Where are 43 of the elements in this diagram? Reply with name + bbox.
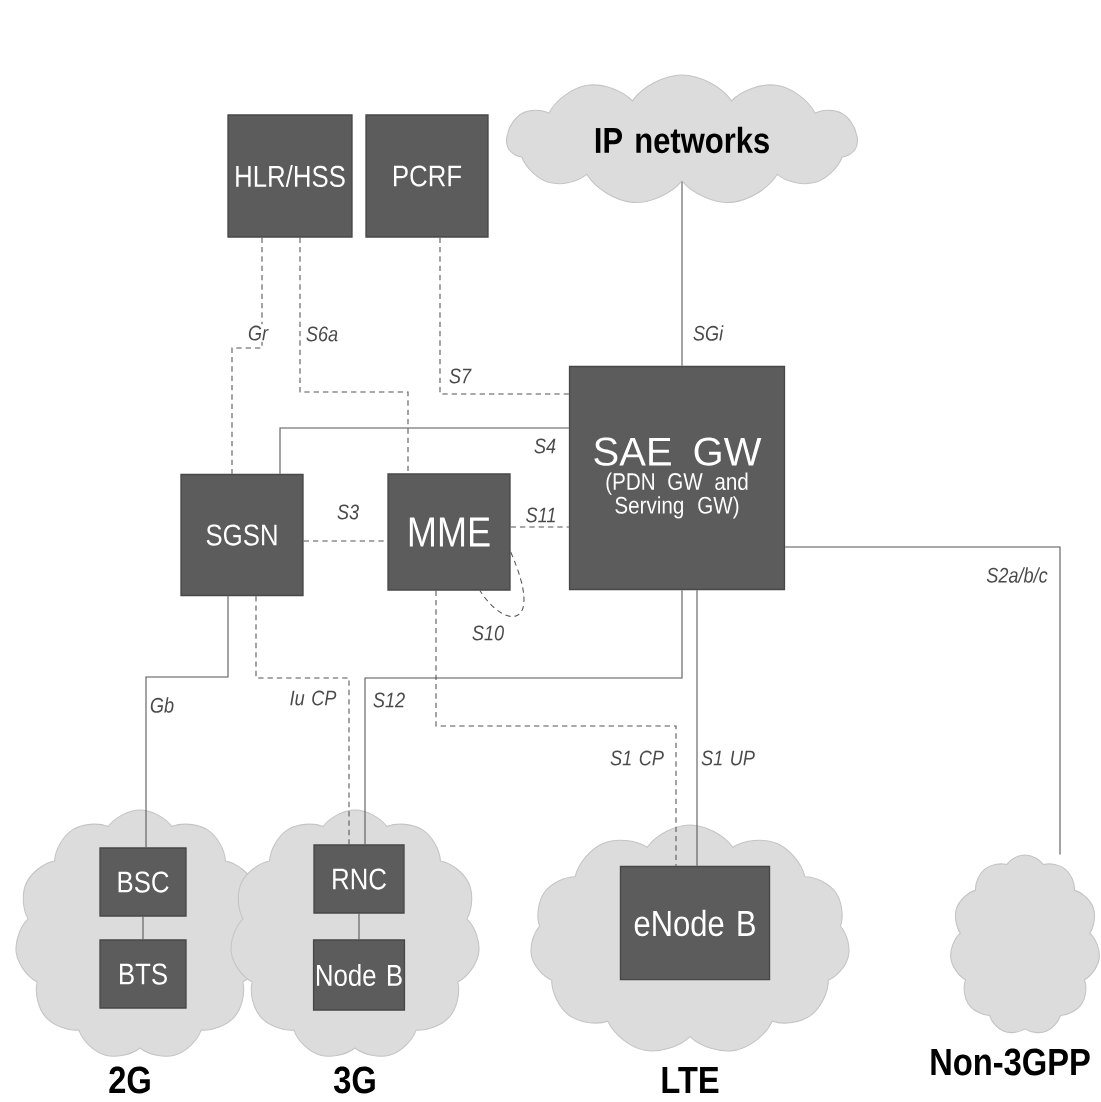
edge-label: S4 [532, 437, 558, 455]
network-element-box: Node B [312, 939, 406, 1011]
connector-line [231, 237, 263, 475]
network-element-box: PCRF [365, 114, 489, 238]
network-element-box: MME [387, 473, 511, 591]
edge-label: SGi [691, 323, 725, 343]
edge-label: S7 [447, 367, 473, 385]
cloud: IP networks [506, 74, 858, 203]
edge-label: S11 [524, 506, 558, 524]
connector-line [142, 916, 144, 940]
connector-line [784, 546, 1061, 855]
network-label: Non-3GPP [931, 1048, 1090, 1076]
network-element-box: BSC [99, 847, 187, 917]
network-element-box: eNode B [619, 865, 771, 981]
connector-line [510, 526, 570, 528]
connector-line [255, 595, 350, 845]
edge-label: Gb [148, 695, 176, 715]
connector-line [435, 590, 677, 867]
edge-label: S2a/b/c [984, 565, 1050, 585]
connector-line [439, 237, 570, 395]
edge-label: S10 [470, 624, 506, 642]
connector-line [145, 595, 229, 848]
connector-line [364, 589, 683, 845]
network-label: 3G [333, 1066, 375, 1094]
network-label: 2G [109, 1066, 150, 1094]
edge-label: S12 [371, 691, 407, 709]
connector-line [299, 237, 409, 474]
network-element-box: HLR/HSS [227, 114, 353, 238]
edge-label: S1 CP [608, 749, 666, 767]
network-element-box: BTS [99, 939, 187, 1009]
connector-line [479, 551, 525, 618]
edge-label: Iu CP [288, 689, 338, 707]
edge-label: S6a [304, 325, 340, 343]
edge-label: Gr [246, 324, 270, 342]
network-element-box: RNC [313, 844, 405, 914]
edge-label: S3 [335, 503, 361, 521]
network-element-box: SGSN [180, 473, 304, 597]
network-element-box: SAE GW (PDN GW and Serving GW) [568, 365, 786, 591]
connector-line [696, 589, 698, 867]
connector-line [358, 913, 360, 940]
connector-line [279, 427, 570, 475]
network-label: LTE [662, 1066, 719, 1094]
edge-label: S1 UP [699, 749, 757, 767]
